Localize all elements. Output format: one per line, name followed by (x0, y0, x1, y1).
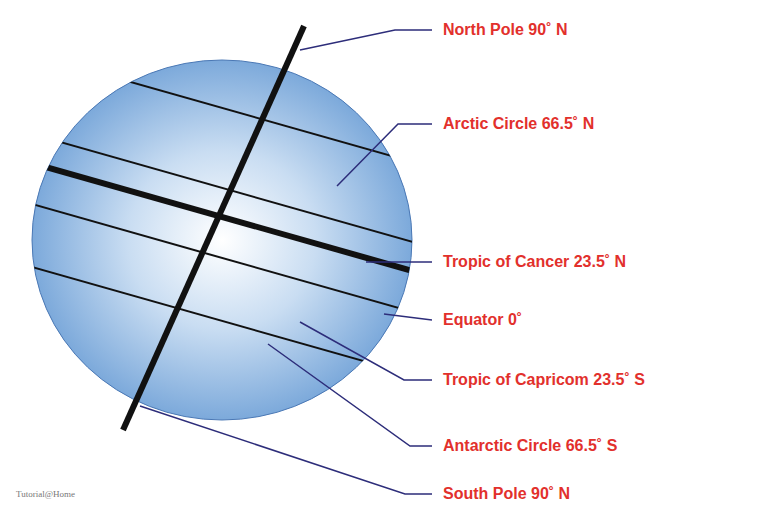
latitude-label: Arctic Circle 66.5˚ N (443, 114, 594, 134)
globe (32, 60, 412, 420)
pole-label: North Pole 90˚ N (443, 20, 567, 40)
pole-label: South Pole 90˚ N (443, 484, 570, 504)
earth-axis (123, 26, 304, 430)
latitude-label: Tropic of Capricom 23.5˚ S (443, 370, 645, 390)
latitude-label: Equator 0˚ (443, 310, 522, 330)
latitude-lines (0, 45, 762, 474)
watermark: Tutorial@Home (16, 489, 75, 499)
latitude-label: Antarctic Circle 66.5˚ S (443, 436, 617, 456)
leader-lines (140, 30, 432, 494)
latitude-label: Tropic of Cancer 23.5˚ N (443, 252, 626, 272)
